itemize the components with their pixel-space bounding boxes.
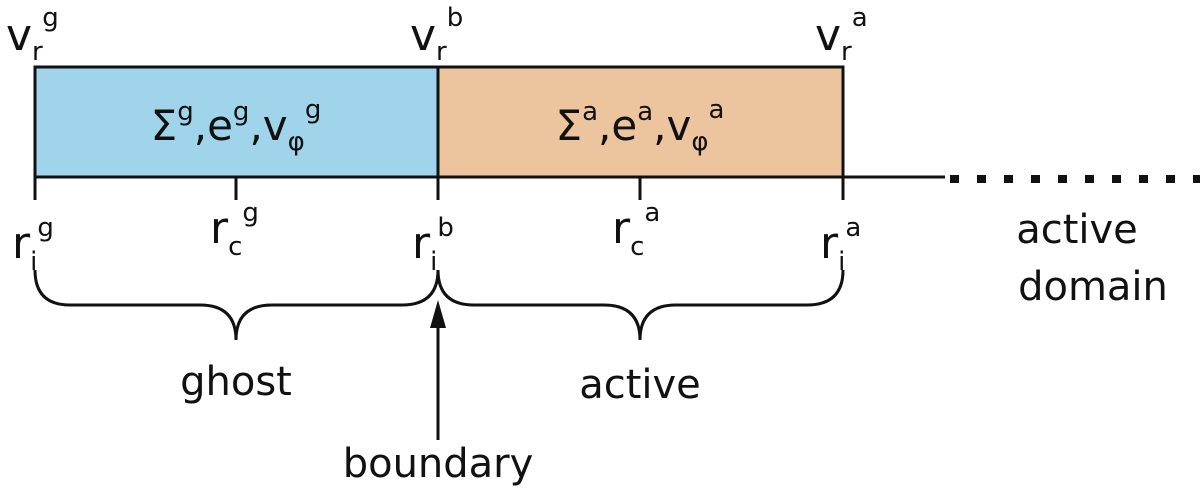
ghost-cell: [33, 65, 440, 179]
active-domain-label-line2: domain: [1018, 264, 1168, 310]
label-vr-ghost: vrg: [6, 3, 59, 67]
active-domain-label-line1: active: [1016, 207, 1138, 253]
active-cell: [436, 65, 845, 179]
boundary-label: boundary: [343, 441, 534, 487]
label-ri-ghost: rig: [12, 213, 54, 277]
ghost-label: ghost: [180, 359, 292, 405]
ghost-cell-quantities: Σg,eg,vφg: [151, 95, 322, 157]
label-ri-boundary: rib: [412, 213, 454, 277]
label-rc-ghost: rcg: [210, 198, 259, 262]
label-rc-active: rca: [612, 198, 660, 262]
label-ri-active: ria: [820, 213, 861, 277]
active-label: active: [579, 362, 701, 408]
label-vr-active: vra: [815, 3, 868, 67]
active-brace: [436, 269, 845, 341]
label-vr-boundary: vrb: [410, 3, 463, 67]
boundary-arrowhead: [430, 300, 446, 328]
active-cell-quantities: Σa,ea,vφa: [556, 95, 725, 157]
ghost-brace: [33, 269, 440, 341]
